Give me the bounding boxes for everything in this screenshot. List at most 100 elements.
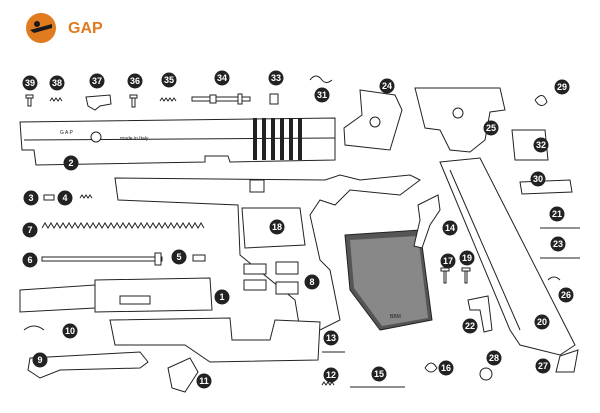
part-wire-spring — [309, 75, 333, 83]
svg-text:23: 23 — [553, 239, 563, 249]
part-guide-rod — [41, 252, 163, 266]
svg-text:29: 29 — [557, 82, 567, 92]
part-plunger — [43, 194, 55, 201]
svg-text:26: 26 — [561, 290, 571, 300]
part-grip-panel: BBM — [344, 229, 433, 331]
svg-text:12: 12 — [326, 370, 336, 380]
slide-origin-text: made in Italy — [120, 136, 149, 142]
svg-text:28: 28 — [489, 353, 499, 363]
part-short-spring — [79, 194, 93, 199]
svg-text:4: 4 — [62, 193, 67, 203]
part-locking-block — [243, 261, 299, 295]
svg-text:24: 24 — [382, 81, 392, 91]
part-spring-loop — [534, 95, 548, 106]
callout-5: 5 — [171, 249, 187, 265]
svg-text:25: 25 — [486, 123, 496, 133]
part-trigger-housing — [414, 87, 506, 153]
svg-text:33: 33 — [271, 73, 281, 83]
callout-27: 27 — [535, 358, 551, 374]
svg-text:1: 1 — [219, 292, 224, 302]
callout-14: 14 — [442, 220, 458, 236]
callout-39: 39 — [22, 75, 38, 91]
svg-text:5: 5 — [176, 252, 181, 262]
callout-38: 38 — [49, 75, 65, 91]
svg-text:35: 35 — [164, 75, 174, 85]
part-lever-11 — [167, 357, 199, 393]
callout-25: 25 — [483, 120, 499, 136]
part-firing-pin — [191, 93, 251, 105]
brand-name: GAP — [68, 20, 103, 37]
callout-33: 33 — [268, 70, 284, 86]
svg-text:19: 19 — [462, 253, 472, 263]
callout-2: 2 — [63, 155, 79, 171]
callout-20: 20 — [534, 314, 550, 330]
callout-23: 23 — [550, 236, 566, 252]
part-bushing — [192, 254, 206, 262]
svg-text:13: 13 — [326, 333, 336, 343]
svg-text:11: 11 — [199, 376, 209, 386]
callout-24: 24 — [379, 78, 395, 94]
part-screw-b — [461, 267, 471, 284]
slide-maker-text: G A P — [60, 130, 73, 136]
callout-30: 30 — [530, 171, 546, 187]
svg-text:37: 37 — [92, 76, 102, 86]
part-trigger — [413, 194, 441, 249]
callout-4: 4 — [57, 190, 73, 206]
callout-15: 15 — [371, 366, 387, 382]
part-spring-12 — [321, 381, 335, 386]
svg-text:10: 10 — [65, 326, 75, 336]
svg-text:6: 6 — [27, 255, 32, 265]
svg-text:3: 3 — [28, 193, 33, 203]
svg-text:20: 20 — [537, 317, 547, 327]
part-extractor — [85, 94, 112, 111]
callout-7: 7 — [22, 222, 38, 238]
callout-12: 12 — [323, 367, 339, 383]
svg-text:2: 2 — [68, 158, 73, 168]
callout-21: 21 — [549, 206, 565, 222]
svg-text:34: 34 — [217, 73, 227, 83]
part-small-spring — [49, 97, 63, 102]
callout-6: 6 — [22, 252, 38, 268]
part-spring-26 — [547, 276, 561, 281]
part-frame-insert — [109, 317, 321, 363]
callout-36: 36 — [127, 73, 143, 89]
part-magazine — [439, 157, 576, 356]
callout-22: 22 — [462, 318, 478, 334]
callout-34: 34 — [214, 70, 230, 86]
svg-text:7: 7 — [27, 225, 32, 235]
part-slide-stop — [467, 295, 493, 333]
part-screw-a — [440, 267, 450, 284]
gap-brand-logo-icon — [26, 13, 56, 43]
callout-9: 9 — [32, 352, 48, 368]
part-wire-10 — [23, 325, 45, 331]
part-round-catch — [479, 367, 493, 381]
svg-text:14: 14 — [445, 223, 455, 233]
svg-text:15: 15 — [374, 369, 384, 379]
svg-text:31: 31 — [317, 90, 327, 100]
callout-18: 18 — [269, 219, 285, 235]
part-follower — [519, 179, 573, 195]
svg-text:16: 16 — [441, 363, 451, 373]
callout-13: 13 — [323, 330, 339, 346]
part-block — [511, 129, 549, 161]
svg-text:9: 9 — [37, 355, 42, 365]
callout-17: 17 — [440, 253, 456, 269]
callout-35: 35 — [161, 72, 177, 88]
part-spring-16 — [424, 362, 438, 373]
svg-text:21: 21 — [552, 209, 562, 219]
callout-26: 26 — [558, 287, 574, 303]
svg-text:22: 22 — [465, 321, 475, 331]
part-spring — [159, 97, 177, 102]
grip-mark: BBM — [390, 314, 401, 320]
svg-text:17: 17 — [443, 256, 453, 266]
part-sleeve — [269, 93, 279, 105]
callout-29: 29 — [554, 79, 570, 95]
svg-text:32: 32 — [536, 140, 546, 150]
callout-16: 16 — [438, 360, 454, 376]
callout-19: 19 — [459, 250, 475, 266]
callout-11: 11 — [196, 373, 212, 389]
svg-text:30: 30 — [533, 174, 543, 184]
callout-28: 28 — [486, 350, 502, 366]
